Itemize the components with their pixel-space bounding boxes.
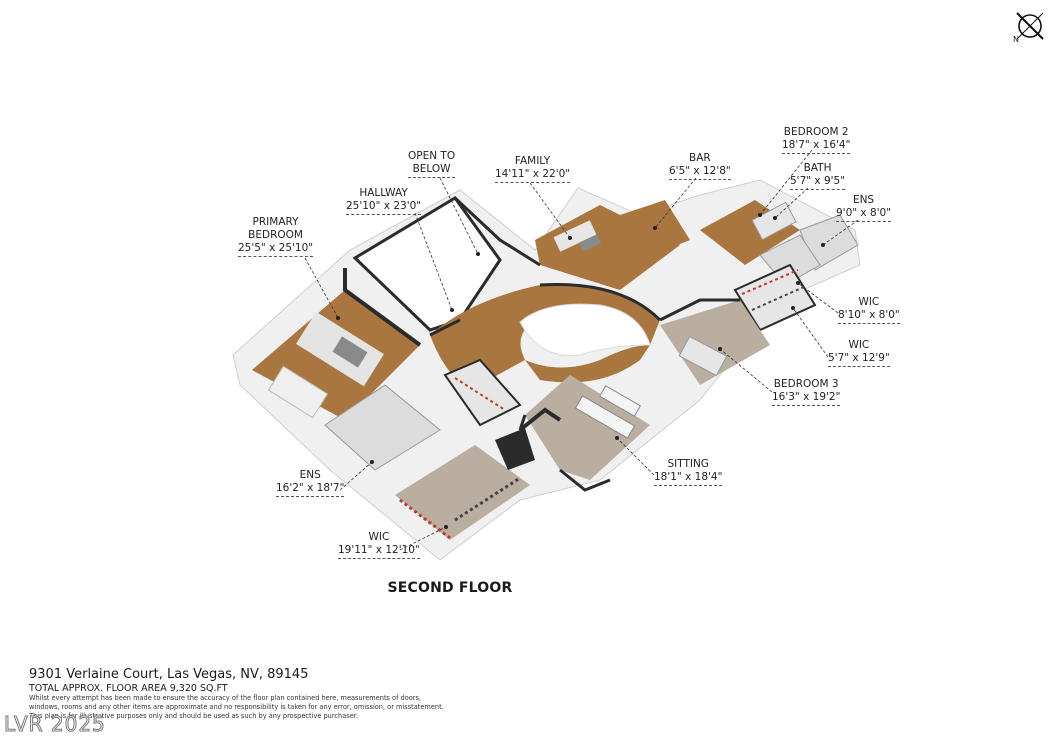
- room-name: BATH: [803, 162, 832, 174]
- room-dimension: 5'7" x 12'9": [828, 352, 890, 367]
- room-label-sitting: SITTING 18'1" x 18'4": [654, 458, 723, 486]
- room-label-bedroom-3: BEDROOM 3 16'3" x 19'2": [772, 378, 841, 406]
- room-label-bedroom-2: BEDROOM 2 18'7" x 16'4": [782, 126, 851, 154]
- room-dimension: 18'1" x 18'4": [654, 471, 723, 486]
- room-label-bar: BAR 6'5" x 12'8": [669, 152, 731, 180]
- compass-north-label: N: [1013, 35, 1019, 44]
- room-name: HALLWAY: [359, 187, 408, 199]
- floor-title: SECOND FLOOR: [387, 580, 513, 596]
- room-label-wic-right-2: WIC 5'7" x 12'9": [828, 339, 890, 367]
- sitting-floor: [518, 375, 650, 480]
- room-label-ens-left: ENS 16'2" x 18'7": [276, 469, 345, 497]
- room-dimension: 5'7" x 9'5": [790, 175, 846, 190]
- room-name: OPEN TO: [408, 150, 456, 162]
- watermark: LVR 2025: [4, 712, 106, 737]
- room-name: ENS: [299, 469, 321, 481]
- wic-center-floor: [443, 358, 522, 427]
- room-name: BEDROOM 2: [783, 126, 849, 138]
- room-name: PRIMARY: [252, 216, 299, 228]
- room-name: BEDROOM: [248, 229, 303, 241]
- room-label-ens-right: ENS 9'0" x 8'0": [836, 194, 892, 222]
- property-address: 9301 Verlaine Court, Las Vegas, NV, 8914…: [29, 667, 309, 682]
- room-label-wic-right-1: WIC 8'10" x 8'0": [838, 296, 900, 324]
- room-name: SITTING: [667, 458, 709, 470]
- room-dimension: 19'11" x 12'10": [338, 544, 420, 559]
- hallway-floor: [430, 282, 662, 390]
- room-label-hallway: HALLWAY 25'10" x 23'0": [346, 187, 422, 215]
- room-dimension: 16'3" x 19'2": [772, 391, 841, 406]
- ens-left-floor: [324, 384, 441, 471]
- room-name: WIC: [858, 296, 880, 308]
- room-label-wic-left: WIC 19'11" x 12'10": [338, 531, 420, 559]
- room-name: WIC: [368, 531, 390, 543]
- room-dimension: 9'0" x 8'0": [836, 207, 892, 222]
- room-dimension: 6'5" x 12'8": [669, 165, 731, 180]
- family-room-floor: [535, 205, 680, 290]
- room-name: BEDROOM 3: [773, 378, 839, 390]
- room-label-bath: BATH 5'7" x 9'5": [790, 162, 846, 190]
- room-dimension: 16'2" x 18'7": [276, 482, 345, 497]
- disclaimer-text: Whilst every attempt has been made to en…: [29, 694, 444, 720]
- room-name: BAR: [689, 152, 711, 164]
- room-name: FAMILY: [514, 155, 551, 167]
- room-name: ENS: [852, 194, 875, 206]
- wic-left-floor: [395, 428, 535, 540]
- total-floor-area: TOTAL APPROX. FLOOR AREA 9,320 SQ.FT: [29, 683, 228, 694]
- room-dimension: 25'5" x 25'10": [238, 242, 314, 257]
- primary-bedroom-floor: [252, 268, 422, 420]
- room-dimension: 25'10" x 23'0": [346, 200, 422, 215]
- room-name: WIC: [848, 339, 870, 351]
- compass-icon: [1016, 12, 1044, 40]
- room-name: BELOW: [408, 163, 456, 178]
- room-label-primary-bedroom: PRIMARY BEDROOM 25'5" x 25'10": [238, 216, 314, 257]
- bedroom-3-floor: [660, 300, 770, 385]
- room-dimension: 14'11" x 22'0": [495, 168, 571, 183]
- room-dimension: 8'10" x 8'0": [838, 309, 900, 324]
- room-label-family: FAMILY 14'11" x 22'0": [495, 155, 571, 183]
- room-dimension: 18'7" x 16'4": [782, 139, 851, 154]
- room-label-open-to-below: OPEN TO BELOW: [408, 150, 456, 178]
